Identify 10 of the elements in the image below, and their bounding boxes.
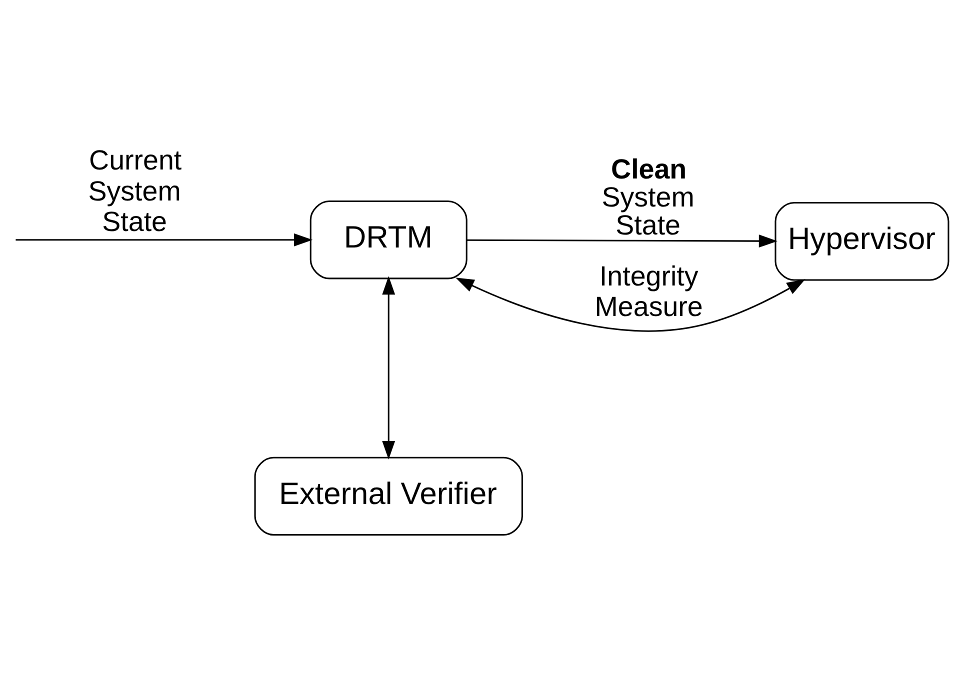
arrow (16, 233, 313, 246)
arrow (456, 278, 806, 332)
arrow (466, 234, 778, 248)
edge-label: Current System State (88, 144, 182, 238)
edge-label: Integrity Measure (594, 260, 703, 322)
arrow (382, 276, 396, 460)
edge-label: Clean System State (602, 154, 694, 240)
node-box: Hypervisor (774, 202, 950, 281)
node-box: External Verifier (254, 456, 523, 536)
node-box: DRTM (310, 200, 468, 280)
